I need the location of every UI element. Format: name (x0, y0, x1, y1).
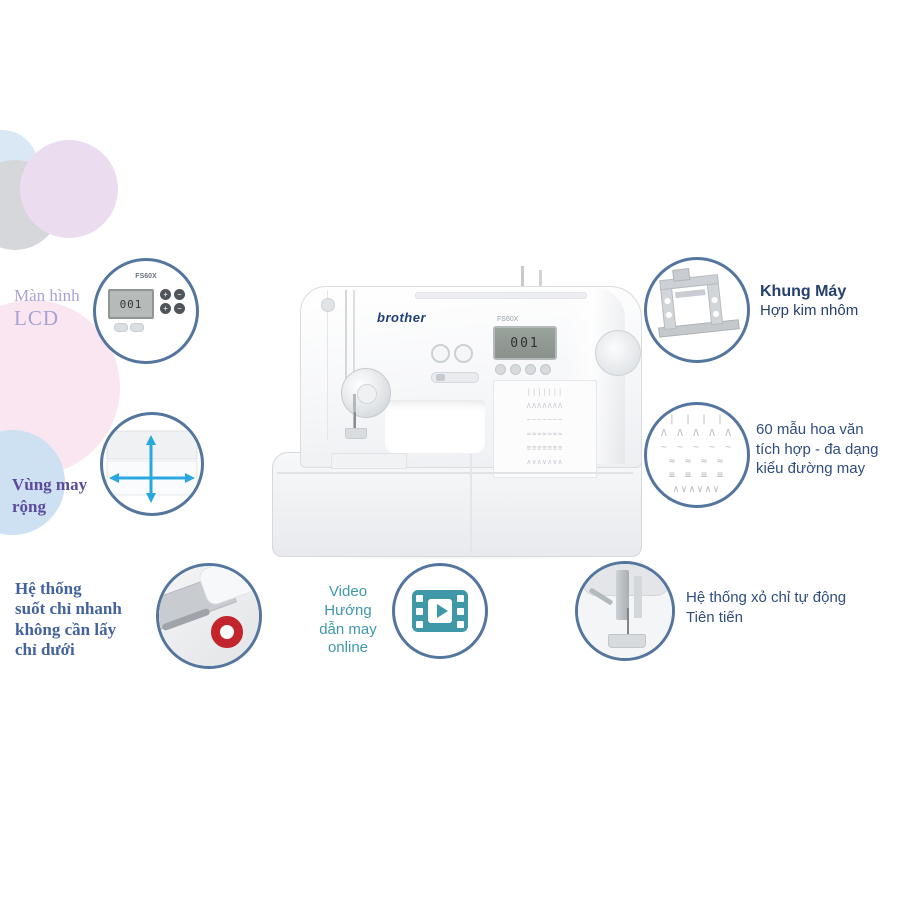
label-sewing-area: Vùng may rộng (12, 475, 88, 517)
sprocket-hole (416, 608, 423, 615)
needle-bar (353, 394, 356, 428)
feature-circle-threader (575, 561, 675, 661)
carry-handle-groove (415, 292, 587, 299)
feature-circle-video (392, 563, 488, 659)
panel-button (495, 364, 506, 375)
stitch-chart-row: ≈≈≈≈≈≈≈ (526, 430, 564, 438)
label-video-tutorial: Video Hướng dẫn may online (319, 583, 377, 657)
sewing-machine-photo: brother FS60X 001 ||||||| ΛΛΛΛΛΛΛ ~~~~~~… (265, 262, 650, 562)
stitch-row: ≡ ≡ ≡ ≡ (668, 470, 726, 481)
decorative-circle-lavender (20, 140, 118, 238)
start-stop-button (431, 344, 450, 363)
feature-circle-sewing-area (100, 412, 204, 516)
metal-frame-diagram (658, 268, 740, 338)
minus-button-icon: − (174, 289, 185, 300)
panel-button (540, 364, 551, 375)
video-screen (428, 599, 452, 623)
stitch-row: ∧∨∧∨∧∨ (672, 484, 722, 495)
spool-pin (539, 270, 542, 288)
tension-dial (341, 368, 391, 418)
presser-foot-shape (608, 634, 646, 648)
plus-button-icon: + (160, 289, 171, 300)
presser-foot (345, 428, 367, 439)
small-panel-button (114, 323, 128, 332)
machine-lcd-screen: 001 (493, 326, 557, 360)
speed-slider (431, 372, 479, 383)
lcd-display: 001 (108, 289, 154, 319)
stitch-row: | | | | | | (652, 414, 742, 425)
stitch-chart-panel: ||||||| ΛΛΛΛΛΛΛ ~~~~~~~ ≈≈≈≈≈≈≈ ≡≡≡≡≡≡≡ … (493, 380, 597, 478)
small-panel-button (130, 323, 144, 332)
stitch-chart-row: ΛΛΛΛΛΛΛ (526, 402, 564, 410)
sewing-workspace-gap (385, 400, 485, 453)
play-icon (437, 604, 448, 618)
plus-button-icon: + (160, 303, 171, 314)
speed-slider-knob (436, 374, 445, 381)
tension-dial-center (357, 384, 377, 404)
needle (354, 412, 356, 434)
feature-circle-bobbin (156, 563, 262, 669)
reverse-button (454, 344, 473, 363)
feature-circle-stitches: | | | | | | Λ Λ Λ Λ Λ ~ ~ ~ ~ ~ ≈ ≈ ≈ ≈ … (644, 402, 750, 508)
needle-bar-shape (616, 570, 629, 620)
model-text: FS60X (497, 316, 519, 323)
sprocket-hole (416, 595, 423, 602)
stitch-row: ≈ ≈ ≈ ≈ (668, 456, 726, 467)
frame-shapes (658, 268, 740, 338)
film-strip-icon (412, 590, 468, 632)
sprocket-hole (457, 595, 464, 602)
feature-circle-frame (644, 257, 750, 363)
small-knob (321, 298, 335, 312)
label-frame-subtitle: Hợp kim nhôm (760, 302, 859, 319)
red-bobbin-icon (211, 616, 243, 648)
stitch-chart-row: ∧∨∧∨∧∨∧ (526, 458, 564, 466)
needle-plate (331, 453, 407, 469)
label-frame-title: Khung Máy (760, 283, 847, 300)
sprocket-hole (457, 621, 464, 628)
spool-pin (521, 266, 524, 290)
stitch-chart-row: ~~~~~~~ (526, 416, 564, 424)
label-lcd-line1: Màn hình (14, 286, 80, 305)
label-lcd: Màn hình LCD (14, 286, 80, 331)
sewing-area-diagram (106, 430, 198, 503)
base-groove (277, 472, 633, 474)
needle-shape (627, 608, 629, 636)
panel-button (510, 364, 521, 375)
panel-button (525, 364, 536, 375)
feature-circle-lcd: FS60X 001 + − + − (93, 258, 199, 364)
minus-button-icon: − (174, 303, 185, 314)
stitch-pattern-rows: | | | | | | Λ Λ Λ Λ Λ ~ ~ ~ ~ ~ ≈ ≈ ≈ ≈ … (647, 413, 747, 497)
thread-slot (345, 290, 347, 394)
label-auto-threader: Hệ thống xỏ chỉ tự động Tiên tiến (686, 589, 847, 626)
sprocket-hole (457, 608, 464, 615)
label-machine-frame: Khung Máy Hợp kim nhôm (760, 283, 858, 319)
sprocket-hole (416, 621, 423, 628)
body-seam (327, 290, 328, 440)
brand-logo: brother (377, 310, 426, 325)
stitch-chart-row: ||||||| (526, 388, 564, 396)
label-bobbin-system: Hệ thống suốt chỉ nhanh không cần lấy ch… (15, 579, 122, 660)
stitch-row: Λ Λ Λ Λ Λ (660, 428, 734, 439)
stitch-row: ~ ~ ~ ~ ~ (660, 442, 734, 453)
stitch-chart-row: ≡≡≡≡≡≡≡ (526, 444, 564, 452)
label-stitch-patterns: 60 mẫu hoa văn tích hợp - đa dạng kiểu đ… (756, 421, 879, 477)
label-lcd-line2: LCD (14, 306, 59, 330)
lcd-model-text: FS60X (135, 273, 157, 280)
handwheel (595, 330, 641, 376)
vertical-arrow-icon (146, 435, 156, 503)
accessory-door-seam (470, 454, 472, 553)
thread-slot (353, 290, 355, 394)
threader-bar-shape (634, 576, 642, 618)
